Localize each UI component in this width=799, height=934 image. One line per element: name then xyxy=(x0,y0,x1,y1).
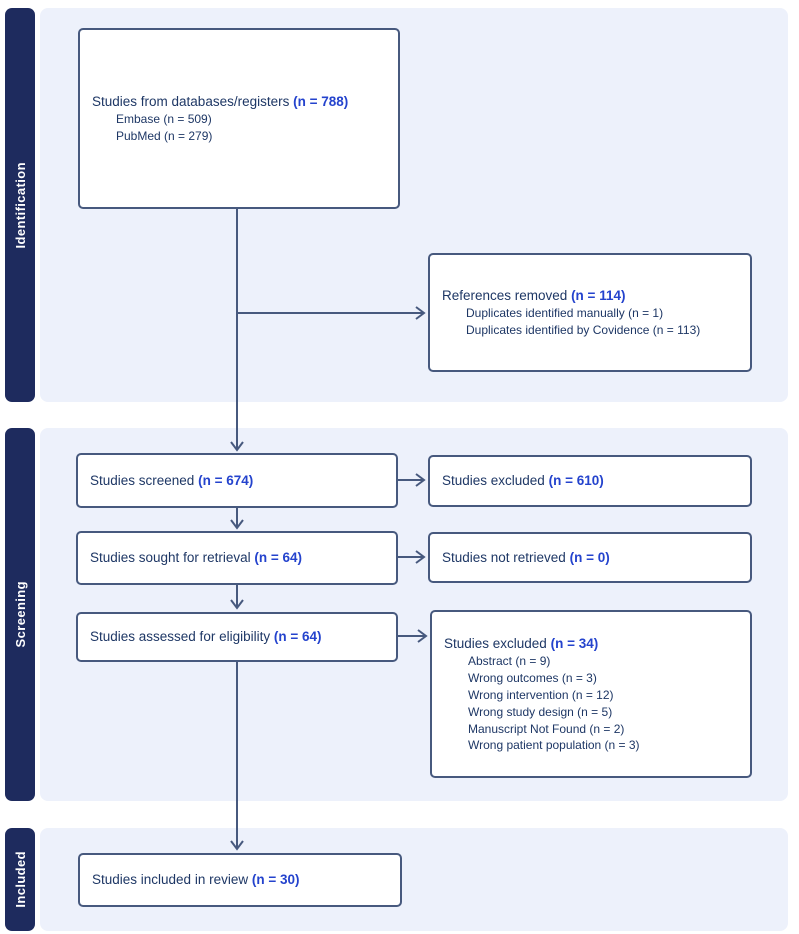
screening-stage-tab: Screening xyxy=(5,428,35,801)
box-references-removed: References removed (n = 114) Duplicates … xyxy=(428,253,752,372)
box-sub-item: PubMed (n = 279) xyxy=(116,129,213,144)
box-label: References removed (n = 114) xyxy=(442,287,626,303)
box-sub-item: Wrong study design (n = 5) xyxy=(468,704,613,719)
box-studies-assessed-eligibility: Studies assessed for eligibility (n = 64… xyxy=(76,612,398,662)
box-count: (n = 64) xyxy=(273,629,322,645)
arrow-assessed-to-excluded xyxy=(397,629,428,643)
arrow-screened-to-excluded xyxy=(398,473,426,487)
box-sub-item: Wrong patient population (n = 3) xyxy=(468,738,640,753)
box-label: Studies excluded (n = 610) xyxy=(442,473,604,489)
box-sub-item: Manuscript Not Found (n = 2) xyxy=(468,721,625,736)
box-studies-sought-retrieval: Studies sought for retrieval (n = 64) xyxy=(76,531,398,585)
included-stage-tab: Included xyxy=(5,828,35,931)
box-studies-from-databases: Studies from databases/registers (n = 78… xyxy=(78,28,400,209)
arrow-sought-to-not-retrieved xyxy=(398,550,426,564)
arrow-databases-to-references-removed xyxy=(237,306,426,320)
box-count: (n = 114) xyxy=(571,287,626,303)
box-studies-not-retrieved: Studies not retrieved (n = 0) xyxy=(428,532,752,583)
box-count: (n = 30) xyxy=(251,872,300,888)
box-sub-list: Embase (n = 509) PubMed (n = 279) xyxy=(92,111,388,145)
box-label: Studies assessed for eligibility (n = 64… xyxy=(90,629,322,645)
identification-stage-tab: Identification xyxy=(5,8,35,402)
box-label: Studies screened (n = 674) xyxy=(90,472,254,488)
box-studies-excluded-screening: Studies excluded (n = 610) xyxy=(428,455,752,507)
box-sub-item: Duplicates identified by Covidence (n = … xyxy=(466,323,701,338)
box-count: (n = 674) xyxy=(198,472,254,488)
box-label: Studies from databases/registers (n = 78… xyxy=(92,93,349,109)
box-sub-item: Embase (n = 509) xyxy=(116,112,212,127)
box-sub-list: Duplicates identified manually (n = 1) Du… xyxy=(442,305,740,339)
box-studies-screened: Studies screened (n = 674) xyxy=(76,453,398,508)
box-sub-item: Abstract (n = 9) xyxy=(468,654,551,669)
box-sub-list: Abstract (n = 9)Wrong outcomes (n = 3)Wr… xyxy=(444,653,740,754)
box-sub-item: Wrong outcomes (n = 3) xyxy=(468,671,597,686)
box-count: (n = 610) xyxy=(548,473,604,489)
box-count: (n = 34) xyxy=(550,635,599,651)
box-label: Studies included in review (n = 30) xyxy=(92,872,300,888)
arrow-screened-to-sought xyxy=(230,508,244,530)
box-sub-item: Wrong intervention (n = 12) xyxy=(468,687,614,702)
arrow-sought-to-assessed xyxy=(230,585,244,610)
box-studies-excluded-eligibility: Studies excluded (n = 34) Abstract (n = … xyxy=(430,610,752,778)
box-label: Studies sought for retrieval (n = 64) xyxy=(90,550,302,566)
box-count: (n = 788) xyxy=(293,93,349,109)
box-label: Studies not retrieved (n = 0) xyxy=(442,549,610,565)
arrow-assessed-to-included xyxy=(230,662,244,851)
box-sub-item: Duplicates identified manually (n = 1) xyxy=(466,306,664,321)
box-label: Studies excluded (n = 34) xyxy=(444,635,599,651)
box-count: (n = 64) xyxy=(254,550,302,566)
box-studies-included-review: Studies included in review (n = 30) xyxy=(78,853,402,907)
arrow-databases-to-screened xyxy=(230,208,244,452)
box-count: (n = 0) xyxy=(569,549,610,565)
